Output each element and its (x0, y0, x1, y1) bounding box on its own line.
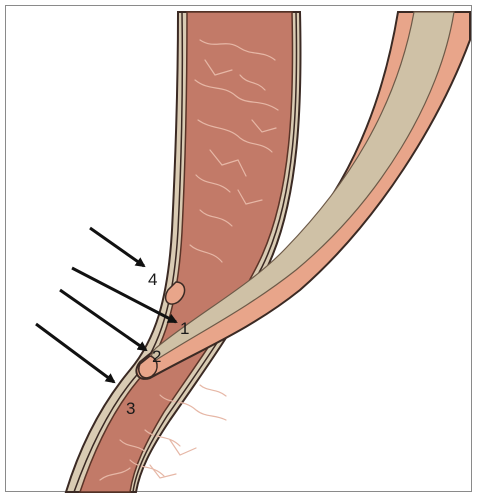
arrow-to-1 (72, 268, 176, 322)
arrow-to-4 (90, 228, 144, 266)
wall-muscle (80, 12, 293, 492)
label-4: 4 (148, 270, 157, 289)
label-2: 2 (152, 347, 161, 366)
wall (66, 12, 301, 492)
label-1: 1 (180, 319, 189, 338)
arrow-to-3 (36, 324, 114, 382)
label-3: 3 (126, 399, 135, 418)
